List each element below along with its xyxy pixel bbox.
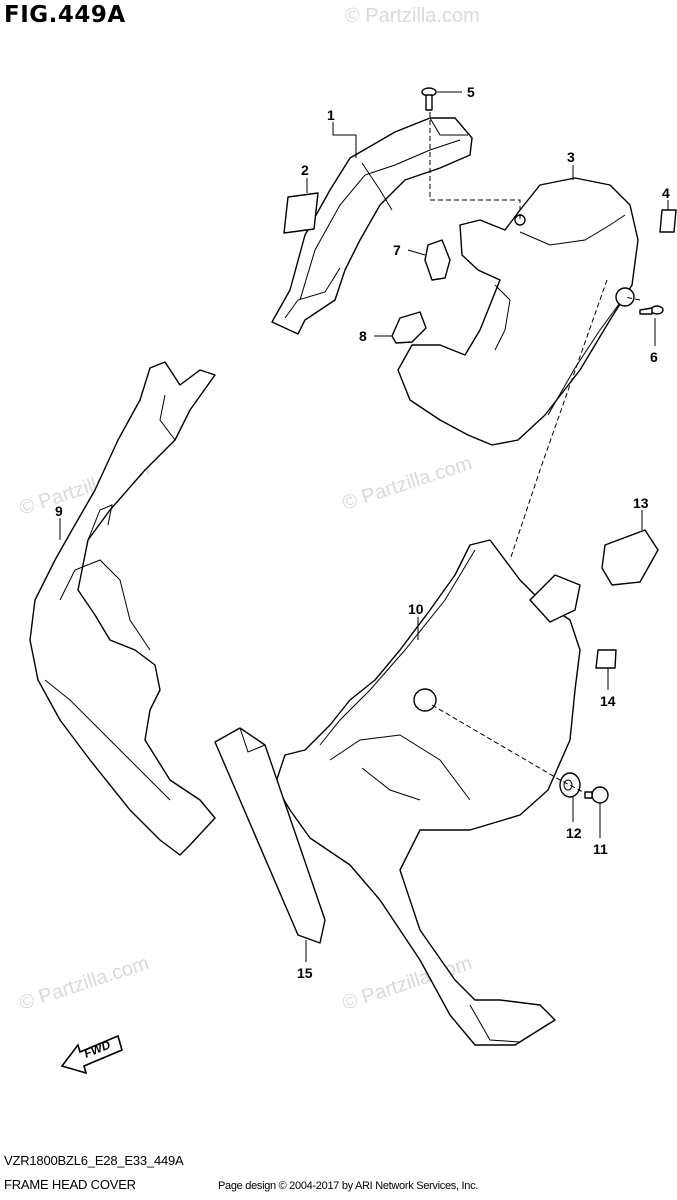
- callout-12[interactable]: 12: [566, 825, 582, 841]
- part-6-screw[interactable]: [639, 305, 664, 315]
- part-7-pad[interactable]: [424, 239, 451, 281]
- callout-10[interactable]: 10: [408, 601, 424, 617]
- watermark: © Partzilla.com: [17, 952, 152, 1015]
- callout-1[interactable]: 1: [327, 107, 335, 123]
- part-12-grommet[interactable]: [559, 772, 581, 798]
- part-1-inner-cover[interactable]: [271, 117, 473, 335]
- callout-5[interactable]: 5: [467, 84, 475, 100]
- watermark: © Partzilla.com: [345, 5, 480, 27]
- fwd-arrow: FWD: [60, 1034, 123, 1075]
- figure-title: FIG.449A: [4, 2, 126, 28]
- part-4-clip[interactable]: [659, 209, 677, 233]
- callout-6[interactable]: 6: [650, 349, 658, 365]
- callout-11[interactable]: 11: [593, 841, 608, 857]
- callout-7[interactable]: 7: [393, 242, 401, 258]
- part-10-main-cover[interactable]: [274, 539, 581, 1046]
- part-5-screw[interactable]: [421, 87, 437, 111]
- assembly-lines: [429, 112, 641, 794]
- callouts: 1 2 3 4 5 6 7 8 9 10 11 12 13 14 15: [55, 84, 670, 981]
- part-15-trim-strip[interactable]: [214, 727, 326, 944]
- callout-8[interactable]: 8: [359, 328, 367, 344]
- callout-2[interactable]: 2: [301, 162, 309, 178]
- part-11-screw[interactable]: [584, 786, 609, 804]
- part-9-left-cover[interactable]: [29, 361, 216, 856]
- part-8-pad[interactable]: [391, 311, 427, 344]
- callout-14[interactable]: 14: [600, 693, 616, 709]
- page-credit: Page design © 2004-2017 by ARI Network S…: [218, 1180, 479, 1192]
- leader-lines: [59, 91, 669, 962]
- part-13-pad[interactable]: [601, 529, 659, 586]
- diagram-code: VZR1800BZL6_E28_E33_449A: [4, 1153, 184, 1168]
- part-3-upper-cover[interactable]: [397, 177, 639, 446]
- part-2-label-sticker[interactable]: [283, 192, 319, 234]
- diagram-name: FRAME HEAD COVER: [4, 1177, 136, 1192]
- watermark: © Partzilla.com: [340, 452, 475, 515]
- callout-15[interactable]: 15: [297, 965, 313, 981]
- callout-4[interactable]: 4: [662, 185, 670, 201]
- callout-13[interactable]: 13: [633, 495, 649, 511]
- part-14-cushion[interactable]: [595, 649, 617, 669]
- callout-9[interactable]: 9: [55, 503, 63, 519]
- callout-3[interactable]: 3: [567, 149, 575, 165]
